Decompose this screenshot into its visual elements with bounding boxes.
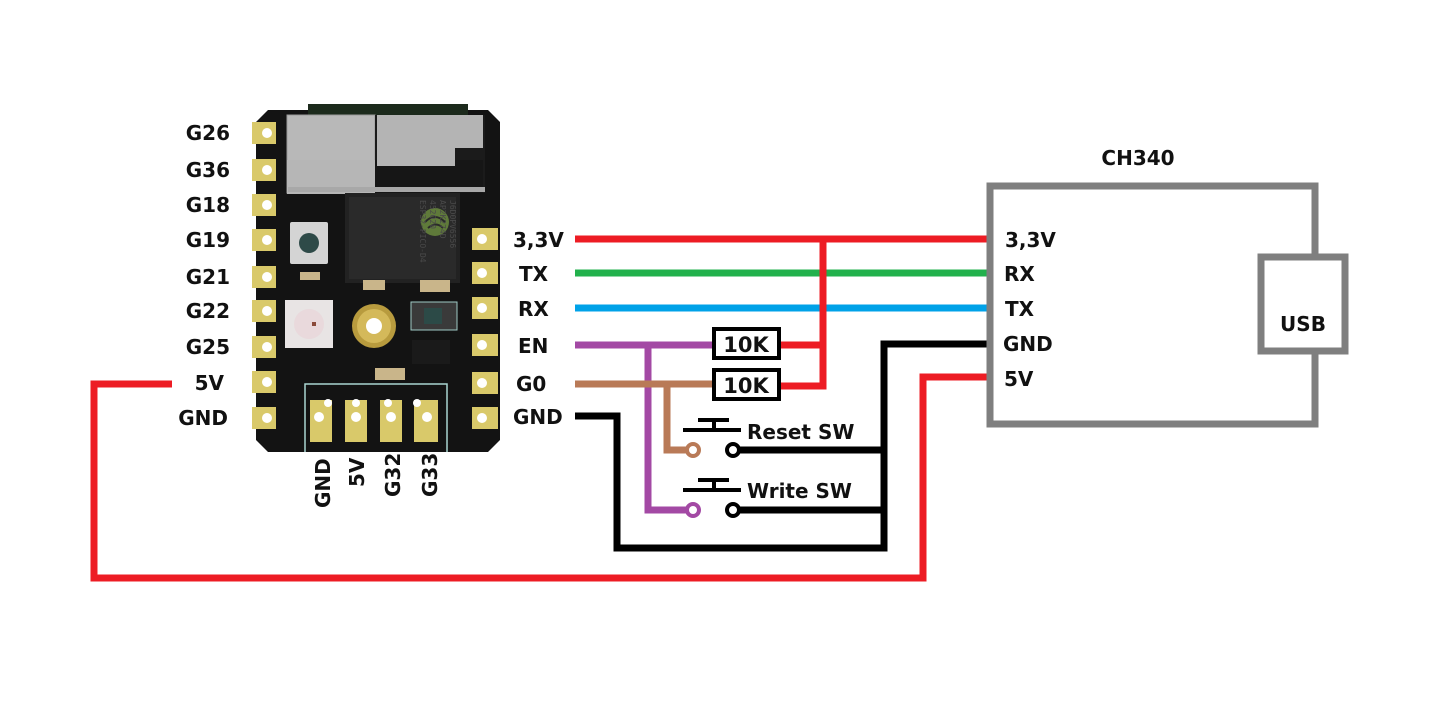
pad-g25 (252, 336, 276, 358)
wire-gnd (575, 340, 987, 552)
label-bottom-g33: G33 (418, 453, 442, 497)
resistor-en-label: 10K (723, 333, 769, 357)
label-bottom-gnd: GND (311, 458, 335, 508)
espressif-logo (421, 208, 449, 236)
right-pads (472, 228, 498, 429)
chip-text-3: AP2K274D (438, 200, 447, 239)
right-pin-labels: 3,3V TX RX EN G0 GND (513, 228, 564, 429)
wire-pullup-rail (780, 239, 827, 390)
reset-switch: Reset SW (683, 418, 854, 458)
pad-g36 (252, 159, 276, 181)
label-g26: G26 (186, 121, 230, 145)
pad-bottom-5v (345, 399, 367, 442)
chip-text-2: 452020 (428, 200, 437, 229)
label-g18: G18 (186, 193, 230, 217)
esp32-board: ESP32-PICO-D4 452020 AP2K274D J6D0PV6556 (252, 104, 500, 452)
pad-rx (472, 297, 498, 319)
wires (90, 235, 987, 582)
pad-g21 (252, 266, 276, 288)
label-3v3: 3,3V (513, 228, 564, 252)
write-switch-label: Write SW (747, 479, 852, 503)
bottom-pin-labels: GND 5V G32 G33 (311, 453, 442, 508)
mounting-hole (352, 304, 396, 348)
pad-g22 (252, 300, 276, 322)
pad-en (472, 334, 498, 356)
wire-g0 (575, 380, 712, 454)
pad-bottom-g33 (413, 399, 438, 442)
write-switch: Write SW (683, 478, 852, 518)
label-gnd-left: GND (178, 406, 228, 430)
resistor-en: 10K (712, 327, 781, 360)
label-g21: G21 (186, 265, 230, 289)
left-pads (252, 122, 276, 429)
ch340-pin-5v: 5V (1004, 367, 1034, 391)
usb-label: USB (1280, 312, 1326, 336)
pad-gnd-left (252, 407, 276, 429)
bottom-pads (310, 399, 438, 442)
regulator-ic (412, 340, 450, 364)
label-gnd-right: GND (513, 405, 563, 429)
chip-text-4: J6D0PV6556 (448, 200, 457, 248)
label-5v-left: 5V (195, 371, 225, 395)
pad-bottom-gnd (310, 399, 332, 442)
write-switch-terminal-b (725, 502, 741, 518)
label-bottom-g32: G32 (381, 453, 405, 497)
pad-g18 (252, 194, 276, 216)
reset-switch-terminal-b (725, 442, 741, 458)
usb-connector (1257, 253, 1349, 355)
board-button (290, 222, 328, 264)
silkscreen-frame (304, 383, 448, 452)
esp32-chip: ESP32-PICO-D4 452020 AP2K274D J6D0PV6556 (345, 193, 460, 283)
label-en: EN (518, 334, 548, 358)
label-g19: G19 (186, 228, 230, 252)
ch340-pin-tx: TX (1005, 297, 1035, 321)
pad-gnd-right (472, 407, 498, 429)
ch340-pin-3v3: 3,3V (1005, 228, 1056, 252)
resistor-g0-label: 10K (723, 374, 769, 398)
rgb-led (285, 300, 333, 348)
pad-g26 (252, 122, 276, 144)
pad-tx (472, 262, 498, 284)
pad-g19 (252, 229, 276, 251)
label-bottom-5v: 5V (345, 457, 369, 487)
ch340-pin-rx: RX (1004, 262, 1035, 286)
label-tx: TX (519, 262, 549, 286)
chip-text-1: ESP32-PICO-D4 (418, 200, 427, 263)
rf-shield (286, 114, 485, 194)
resistor-g0: 10K (712, 368, 781, 401)
label-g0: G0 (516, 372, 546, 396)
left-pin-labels: G26 G36 G18 G19 G21 G22 G25 5V GND (178, 121, 230, 430)
pad-bottom-g32 (380, 399, 402, 442)
label-rx: RX (518, 297, 549, 321)
write-switch-terminal-a (685, 502, 701, 518)
ch340-pin-gnd: GND (1003, 332, 1053, 356)
reset-switch-label: Reset SW (747, 420, 854, 444)
pad-5v (252, 371, 276, 393)
label-g36: G36 (186, 158, 230, 182)
wire-en (575, 341, 712, 514)
label-g25: G25 (186, 335, 230, 359)
ch340-module: CH340 USB 3,3V RX TX GND 5V (986, 146, 1349, 428)
reset-switch-terminal-a (685, 442, 701, 458)
wire-5v (90, 373, 987, 582)
pad-g0 (472, 372, 498, 394)
label-g22: G22 (186, 299, 230, 323)
ch340-title: CH340 (1101, 146, 1174, 170)
pad-3v3 (472, 228, 498, 250)
